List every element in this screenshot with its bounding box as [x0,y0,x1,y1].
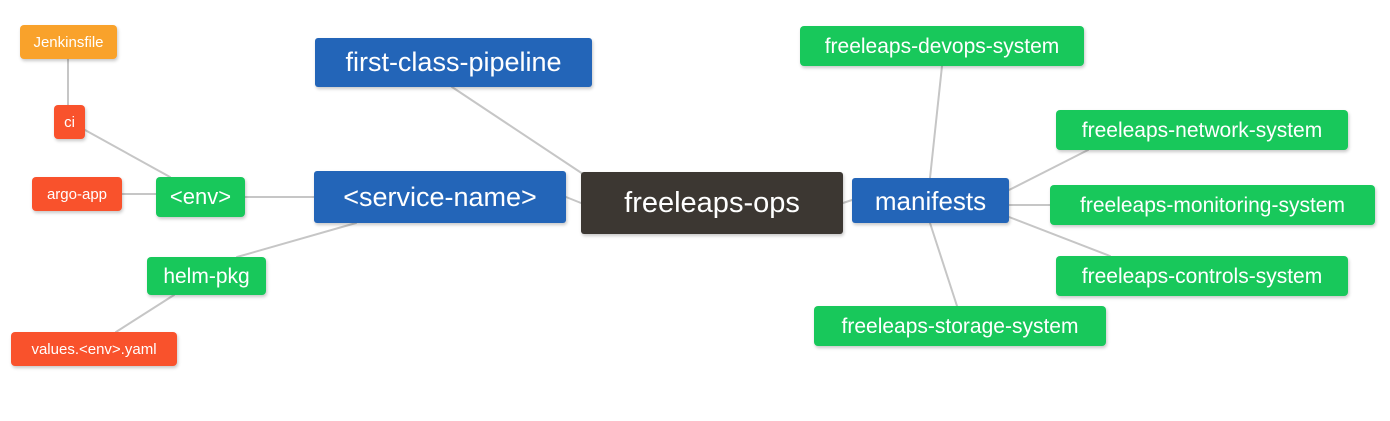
edge-root-to-first-class-pipeline [451,86,593,181]
edge-root-to-manifests [842,199,853,204]
mindmap-node-jenkinsfile[interactable]: Jenkinsfile [20,25,117,59]
edge-root-to-service-name [565,196,582,204]
edge-env-to-ci [84,129,171,178]
edge-manifests-to-freeleaps-storage-system [929,222,958,307]
mindmap-node-root[interactable]: freeleaps-ops [581,172,843,234]
mindmap-node-service-name[interactable]: <service-name> [314,171,566,223]
mindmap-node-helm-pkg[interactable]: helm-pkg [147,257,266,295]
mindmap-node-first-class-pipeline[interactable]: first-class-pipeline [315,38,592,87]
edge-manifests-to-freeleaps-devops-system [929,65,943,179]
mindmap-node-freeleaps-controls-system[interactable]: freeleaps-controls-system [1056,256,1348,296]
mindmap-node-argo-app[interactable]: argo-app [32,177,122,211]
edge-manifests-to-freeleaps-network-system [1008,149,1089,191]
edge-manifests-to-freeleaps-controls-system [1008,216,1111,257]
mindmap-node-freeleaps-network-system[interactable]: freeleaps-network-system [1056,110,1348,150]
mindmap-node-freeleaps-storage-system[interactable]: freeleaps-storage-system [814,306,1106,346]
mindmap-node-env[interactable]: <env> [156,177,245,217]
mindmap-node-freeleaps-monitoring-system[interactable]: freeleaps-monitoring-system [1050,185,1375,225]
mindmap-node-freeleaps-devops-system[interactable]: freeleaps-devops-system [800,26,1084,66]
mindmap-node-ci[interactable]: ci [54,105,85,139]
mindmap-node-values-env-yaml[interactable]: values.<env>.yaml [11,332,177,366]
edge-helm-pkg-to-values-env-yaml [115,294,175,333]
edge-service-name-to-helm-pkg [236,222,357,258]
mindmap-node-manifests[interactable]: manifests [852,178,1009,223]
